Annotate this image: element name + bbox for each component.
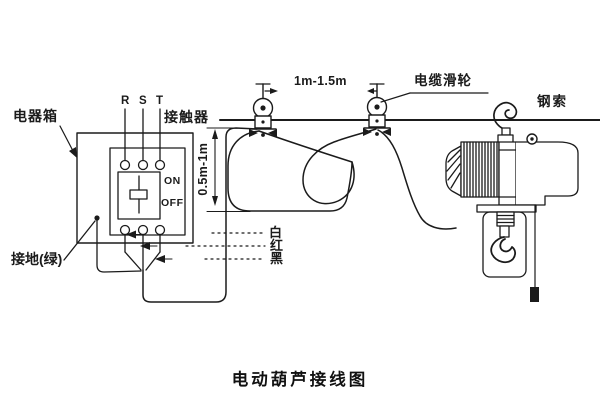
box-label-leader: [59, 125, 77, 158]
festoon-sag-loop: [227, 128, 377, 212]
off-label: OFF: [161, 197, 184, 209]
diagram-caption: 电动葫芦接线图: [231, 371, 369, 389]
motor-cap: [445, 145, 462, 197]
on-label: ON: [164, 175, 181, 187]
steel-rope-label: 钢索: [537, 94, 568, 109]
cable-trolley-right: [363, 83, 391, 136]
pendant-control: [530, 204, 539, 302]
load-hook: [490, 236, 517, 264]
sag-dimension: [206, 127, 251, 213]
wire-arrows: [126, 230, 173, 263]
hoist: [445, 101, 579, 302]
wire-color-leaders: [185, 232, 266, 260]
sag-dimension-label: 0.5m-1m: [195, 142, 210, 196]
phase-wires: [124, 108, 161, 161]
electrical-box-label: 电器箱: [13, 108, 58, 124]
wire-red-label: 红: [270, 238, 284, 253]
electrical-box-outline: [76, 132, 194, 244]
wire-white-label: 白: [269, 225, 283, 240]
cable-pulley-label: 电缆滑轮: [414, 73, 472, 88]
hoist-flange: [476, 204, 537, 213]
hoist-column: [498, 141, 517, 206]
motor-fins: [460, 141, 500, 198]
contactor-outline: [109, 147, 186, 236]
hook-stem: [496, 211, 515, 238]
phase-t-label: T: [156, 95, 164, 107]
cable-from-box: [142, 127, 258, 303]
hoist-body: [515, 141, 579, 206]
suspension-hook: [493, 101, 518, 148]
cable-to-hoist: [377, 129, 457, 230]
span-dimension-label: 1m-1.5m: [294, 74, 347, 88]
ground-label: 接地(绿): [11, 251, 63, 267]
pulley-label-leader: [380, 92, 489, 103]
breaker-switch-symbol: [129, 175, 148, 214]
phase-s-label: S: [139, 95, 147, 107]
ground-wire: [63, 215, 142, 273]
contactor-label: 接触器: [164, 109, 209, 125]
wire-black-label: 黑: [270, 251, 284, 266]
output-wires-funnel: [124, 234, 161, 271]
contactor-terminals: [119, 159, 166, 236]
phase-r-label: R: [121, 95, 130, 107]
